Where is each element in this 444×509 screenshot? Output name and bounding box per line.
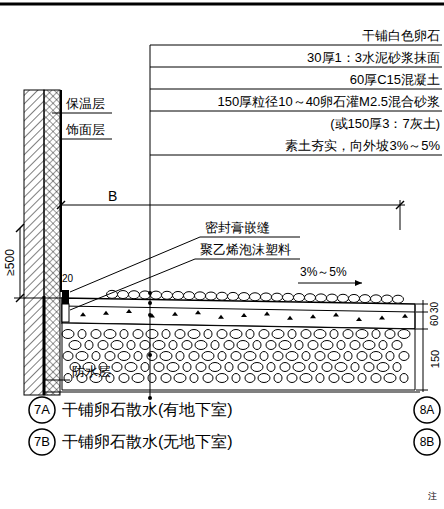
callout-number: 8B [420,435,435,450]
slope-note: 3%～5% [300,265,347,280]
dimension: ≥500 [3,249,18,276]
dimension: 30 [429,301,442,312]
part-name: 聚乙烯泡沫塑料 [200,242,291,258]
callout-number: 8A [420,403,435,418]
part-name: 保温层 [66,96,105,112]
dimension: 20 [62,272,73,285]
layer-note: 30厚1：3水泥砂浆抹面 [307,50,440,66]
dimension: B [108,187,117,205]
layer-note: (或150厚3：7灰土) [330,116,440,132]
part-name: 密封膏嵌缝 [205,220,270,236]
layer-note: 60厚C15混凝土 [350,72,440,88]
dimension: 150 [428,350,442,368]
detail-title: 干铺卵石散水(有地下室) [62,400,233,420]
part-name: 防水层 [72,364,111,380]
part-name: 饰面层 [66,122,105,138]
note: 注 [428,491,437,502]
layer-note: 素土夯实，向外坡3%～5% [285,138,440,154]
detail-title: 干铺卵石散水(无地下室) [62,432,233,452]
callout-number: 7B [34,434,50,450]
layer-note: 干铺白色卵石 [362,28,440,44]
callout-number: 7A [34,402,50,418]
dimension: 60 [429,314,442,325]
layer-note: 150厚粒径10～40卵石灌M2.5混合砂浆 [217,94,440,110]
